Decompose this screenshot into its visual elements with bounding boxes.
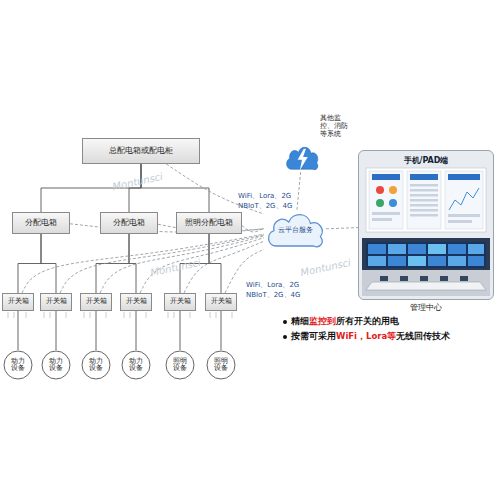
bullet-dot (283, 335, 287, 339)
switch-box: 开关箱 (40, 293, 72, 311)
network-label: WiFi、Lora、2G (246, 280, 299, 290)
power-wire (141, 164, 209, 212)
power-wire (96, 311, 97, 350)
system-label: 其他监控、消防等系统 (320, 114, 350, 138)
power-wire (96, 234, 129, 293)
data-link (140, 238, 264, 293)
node-label: 总配电箱或配电柜 (109, 146, 173, 155)
data-link (22, 234, 264, 293)
node-label: 动力设备 (49, 358, 64, 373)
node-label: 开关箱 (211, 298, 232, 305)
lighting-distribution-box: 照明分配电箱 (176, 212, 242, 234)
node-label: 云平台服务 (278, 226, 313, 234)
bullet-text: 精细 (291, 316, 309, 328)
node-label: 照明设备 (214, 358, 229, 373)
data-link (326, 228, 358, 229)
device-circle: 动力设备 (121, 350, 151, 380)
watermark: Montunsci (111, 171, 163, 192)
data-link (242, 226, 264, 232)
bullet-highlight: WiFi，Lora等 (336, 331, 396, 343)
node-label: 动力设备 (89, 358, 104, 373)
bullet-text: 无线回传技术 (396, 331, 450, 343)
sub-distribution-box: 分配电箱 (12, 212, 70, 234)
power-wire (129, 234, 136, 293)
data-link (297, 172, 301, 210)
device-circle: 照明设备 (206, 350, 236, 380)
bullet-text: 所有开关的用电 (336, 316, 399, 328)
device-circle: 照明设备 (165, 350, 195, 380)
device-circle: 动力设备 (81, 350, 111, 380)
management-panel: 手机/PAD端管理中心 (358, 150, 494, 300)
power-wire (18, 311, 19, 350)
panel-caption: 管理中心 (359, 304, 493, 313)
node-label: 开关箱 (46, 298, 67, 305)
node-label: 照明分配电箱 (185, 218, 233, 227)
power-wire (56, 311, 57, 350)
data-link (100, 236, 264, 293)
power-wire (221, 311, 222, 350)
data-link (60, 235, 264, 293)
device-circle: 动力设备 (41, 350, 71, 380)
panel-heading: 手机/PAD端 (359, 156, 493, 165)
breaker-ticks (8, 312, 232, 318)
power-wire (209, 234, 221, 293)
node-label: 分配电箱 (25, 218, 57, 227)
bullet-highlight: 监控到 (309, 316, 336, 328)
sub-distribution-box: 分配电箱 (100, 212, 158, 234)
power-wire (41, 234, 56, 293)
network-label: WiFi、Lora、2G (238, 191, 291, 201)
network-label: NBIoT、2G、4G (246, 290, 300, 300)
power-wire (18, 234, 41, 293)
device-circle: 动力设备 (3, 350, 33, 380)
watermark: Montunsci (299, 257, 351, 278)
cloud-platform: 云平台服务 (264, 210, 326, 250)
bullet-text: 按需可采用 (291, 331, 336, 343)
switch-box: 开关箱 (164, 293, 196, 311)
node-label: 开关箱 (126, 298, 147, 305)
bullet-line: 精细监控到所有开关的用电 (291, 316, 399, 328)
node-label: 分配电箱 (113, 218, 145, 227)
watermark: Montunsci (149, 257, 201, 278)
external-system-cloud: 其他监控、消防等系统 (284, 144, 320, 172)
bullet-dot (283, 320, 287, 324)
node-label: 开关箱 (86, 298, 107, 305)
switch-box: 开关箱 (120, 293, 152, 311)
switch-box: 开关箱 (80, 293, 112, 311)
power-wire (136, 311, 137, 350)
power-wire (180, 311, 181, 350)
node-label: 动力设备 (129, 358, 144, 373)
bullet-line: 按需可采用WiFi，Lora等无线回传技术 (291, 331, 450, 343)
lightning-cloud (284, 144, 320, 172)
switch-box: 开关箱 (2, 293, 34, 311)
node-label: 照明设备 (173, 358, 188, 373)
node-label: 动力设备 (11, 358, 26, 373)
network-label: NBIoT、2G、4G (238, 201, 292, 211)
main-distribution-box: 总配电箱或配电柜 (82, 138, 200, 164)
switch-box: 开关箱 (205, 293, 237, 311)
node-label: 开关箱 (8, 298, 29, 305)
node-label: 开关箱 (170, 298, 191, 305)
